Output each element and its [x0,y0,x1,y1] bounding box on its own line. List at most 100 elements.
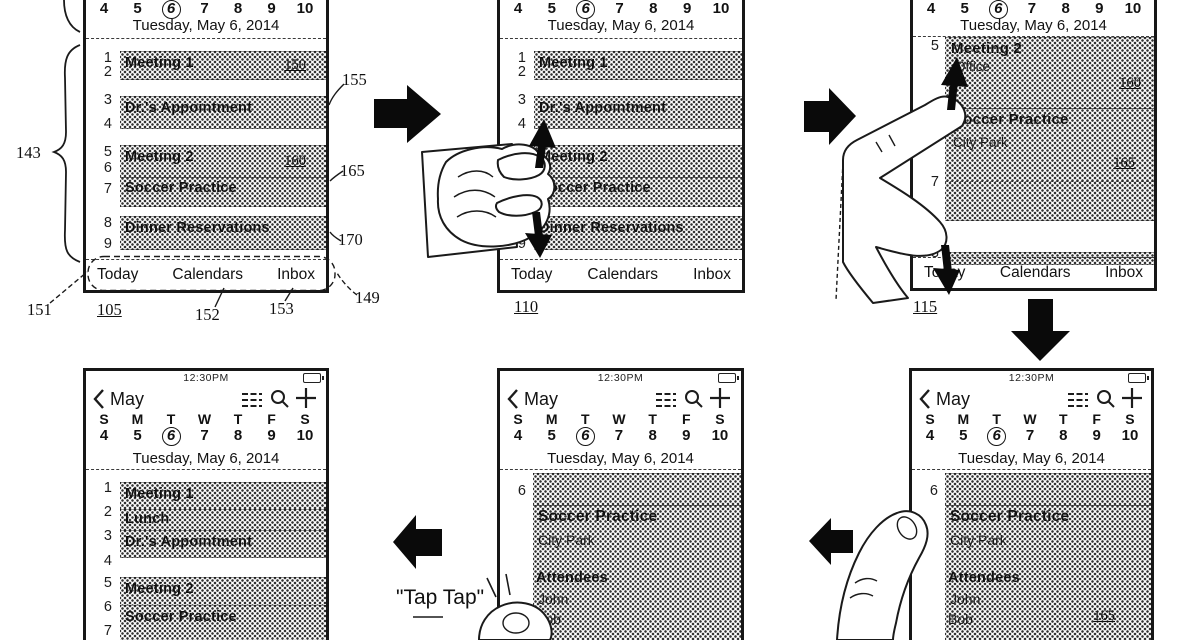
selected-day-circle: 6 [576,427,595,446]
date-cell[interactable]: 10 [708,426,732,446]
brace-143 [54,0,80,262]
event-soccer-detail[interactable]: Soccer Practice City Park Attendees John… [533,473,741,640]
date-cell[interactable]: 10 [1118,426,1142,446]
date-cell[interactable]: 8 [1051,426,1075,446]
event-title: Soccer Practice [953,111,1069,128]
list-view-button[interactable] [654,392,678,408]
weekday-label: S [506,412,530,426]
inbox-button[interactable]: Inbox [693,266,731,284]
list-view-button[interactable] [240,392,264,408]
event-location: Office [955,59,990,74]
add-event-button[interactable] [1121,387,1143,409]
phone-130: 12:30PM May S M T W T F S 4 5 6 7 8 [909,368,1154,640]
add-event-button[interactable] [709,387,731,409]
hour-gridline [533,505,741,506]
date-cell[interactable]: 9 [1085,426,1109,446]
weekday-label: W [607,412,631,426]
phone-105: 4 5 6 7 8 9 10 Tuesday, May 6, 2014 1 2 … [83,0,329,293]
event-dinner[interactable]: Dinner Reservations [120,216,326,250]
date-cell[interactable]: 4 [506,426,530,446]
selected-day-circle: 6 [987,427,1006,446]
date-cell[interactable]: 5 [951,426,975,446]
event-dinner[interactable]: Dinner Reservations [534,216,742,250]
date-cell-selected[interactable]: 6 [573,426,597,446]
list-icon [654,392,678,408]
ref-label-152: 152 [195,305,220,325]
event-drs-appointment[interactable]: Dr.'s Appointment [534,96,742,129]
date-cell-selected[interactable]: 6 [159,426,183,446]
event-meeting-1[interactable]: Meeting 1 150 [120,51,326,80]
event-meeting-2-soccer-expanded[interactable]: Meeting 2 Office 160 Soccer Practice Cit… [945,37,1154,221]
event-meeting-1[interactable]: Meeting 1 [120,482,326,510]
calendars-button[interactable]: Calendars [1000,264,1071,282]
inbox-button[interactable]: Inbox [277,266,315,284]
event-meeting-2-soccer[interactable]: Meeting 2 160 Soccer Practice [120,145,326,207]
date-cell[interactable]: 9 [674,426,698,446]
event-soccer[interactable]: Soccer Practice [120,605,326,640]
hour-label: 4 [92,116,112,132]
date-cell[interactable]: 7 [1018,426,1042,446]
back-button[interactable] [918,388,932,410]
event-title: Dr.'s Appointment [539,100,666,116]
add-event-button[interactable] [295,387,317,409]
event-title: Meeting 1 [539,55,608,71]
date-cell[interactable]: 9 [260,426,284,446]
weekday-row: S M T W T F S [500,412,741,426]
search-icon [269,388,290,409]
back-button[interactable] [506,388,520,410]
event-drs-appointment[interactable]: Dr.'s Appointment [120,530,326,558]
event-lunch[interactable]: Lunch [120,509,326,531]
back-button[interactable] [92,388,106,410]
weekday-label: T [226,412,250,426]
search-button[interactable] [683,388,704,409]
month-label: May [110,389,144,410]
hour-label: 2 [92,64,112,80]
event-meeting-2[interactable]: Meeting 2 [120,577,326,606]
event-soccer-detail[interactable]: Soccer Practice City Park Attendees John… [945,473,1151,640]
date-cell[interactable]: 8 [226,426,250,446]
date-cell[interactable]: 4 [918,426,942,446]
date-cell[interactable]: 5 [126,426,150,446]
weekday-label: T [641,412,665,426]
search-button[interactable] [269,388,290,409]
search-icon [1095,388,1116,409]
today-button[interactable]: Today [97,266,138,284]
event-meeting-1[interactable]: Meeting 1 [534,51,742,80]
plus-icon [1121,387,1143,409]
event-title: Meeting 2 [951,40,1022,57]
battery-icon [1128,373,1146,383]
list-view-button[interactable] [1066,392,1090,408]
separator [86,38,326,39]
inbox-button[interactable]: Inbox [1105,264,1143,282]
event-meeting-2-soccer[interactable]: Meeting 2 Soccer Practice [534,145,742,207]
hour-label: 2 [506,64,526,80]
date-cell[interactable]: 8 [641,426,665,446]
hour-label: 2 [92,504,112,520]
date-cell-selected[interactable]: 6 [985,426,1009,446]
hour-label: 7 [92,181,112,197]
weekday-label: T [1051,412,1075,426]
today-button[interactable]: Today [511,266,552,284]
plus-icon [709,387,731,409]
ref-label-115: 115 [913,297,937,317]
date-cell[interactable]: 7 [193,426,217,446]
date-cell[interactable]: 10 [293,426,317,446]
hour-gridline [945,505,1151,506]
calendars-button[interactable]: Calendars [587,266,658,284]
event-drs-appointment[interactable]: Dr.'s Appointment [120,96,326,129]
today-button[interactable]: Today [924,264,965,282]
calendars-button[interactable]: Calendars [172,266,243,284]
search-button[interactable] [1095,388,1116,409]
date-cell[interactable]: 7 [607,426,631,446]
arrow-left-2 [809,518,853,565]
date-heading: Tuesday, May 6, 2014 [912,450,1151,467]
weekday-label: S [92,412,116,426]
hour-gridline [945,181,1154,182]
hour-label: 3 [92,92,112,108]
date-cell[interactable]: 4 [92,426,116,446]
event-location: City Park [950,532,1007,548]
separator [912,469,1151,470]
event-location: City Park [953,135,1008,150]
date-cell[interactable]: 5 [540,426,564,446]
month-label: May [524,389,558,410]
